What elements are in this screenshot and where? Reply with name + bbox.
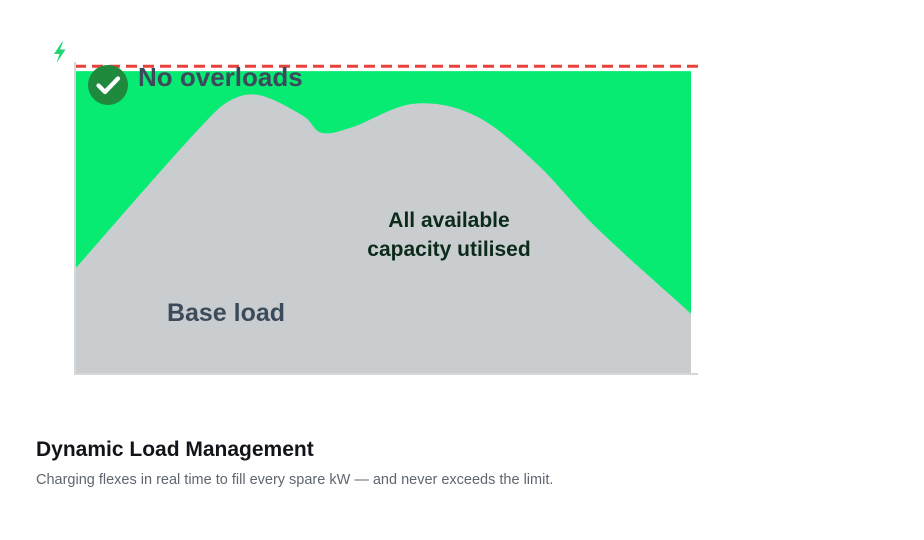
caption-subtitle: Charging flexes in real time to fill eve… [36,472,554,488]
lightning-bolt-icon [54,42,66,63]
check-circle-icon [88,65,128,105]
flex-area-label-line2: capacity utilised [367,238,530,261]
base-load-label: Base load [167,299,285,327]
caption-title: Dynamic Load Management [36,438,314,461]
load-chart: No overloads All available capacity util… [54,42,698,375]
status-label: No overloads [138,62,303,92]
caption: Dynamic Load Management Charging flexes … [36,436,886,490]
base-load-area [75,94,691,374]
flex-area-label-line1: All available [388,209,509,232]
